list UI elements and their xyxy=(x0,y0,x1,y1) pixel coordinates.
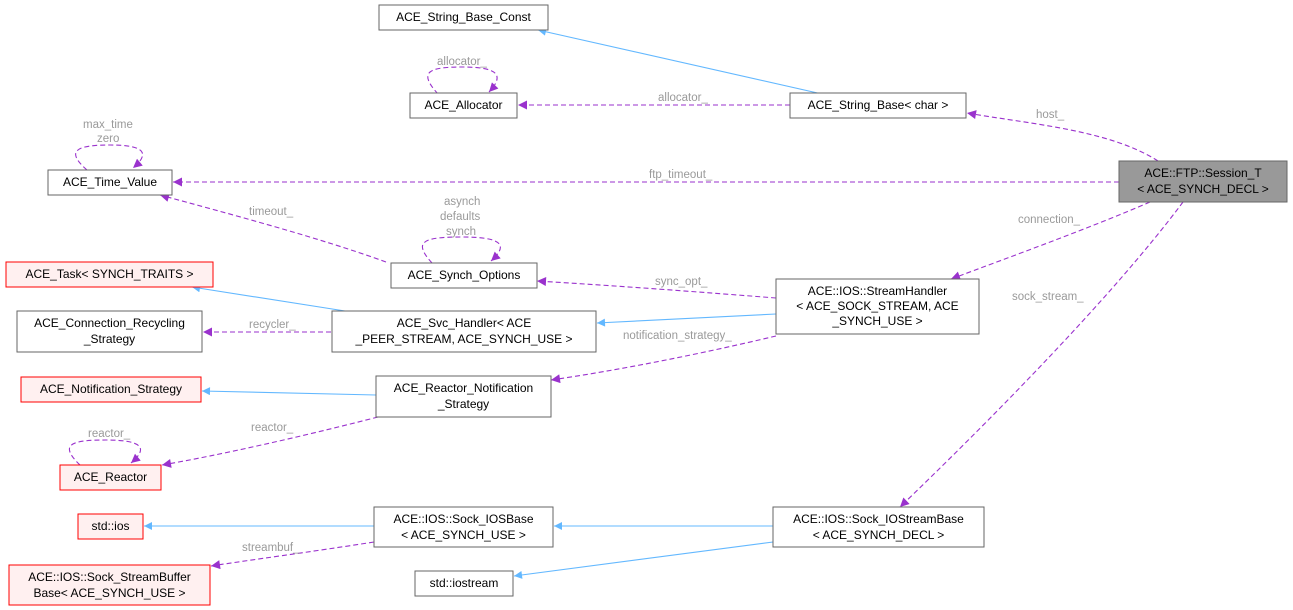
edge-time-value-self xyxy=(75,144,144,171)
usage-edges xyxy=(68,66,1184,570)
label-allocator-self: allocator_ xyxy=(437,56,487,68)
label-defaults: defaults xyxy=(440,211,481,223)
node-sock-streambuffer[interactable]: ACE::IOS::Sock_StreamBuffer Base< ACE_SY… xyxy=(8,564,211,606)
svg-text:ACE_Task< SYNCH_TRAITS >: ACE_Task< SYNCH_TRAITS > xyxy=(25,267,193,281)
svg-text:ACE_Svc_Handler< ACE: ACE_Svc_Handler< ACE xyxy=(397,316,531,330)
node-std-iostream[interactable]: std::iostream xyxy=(414,570,514,597)
svg-text:ACE_Reactor_Notification: ACE_Reactor_Notification xyxy=(394,381,533,395)
node-string-base[interactable]: ACE_String_Base< char > xyxy=(789,92,967,119)
node-sock-iostreambase[interactable]: ACE::IOS::Sock_IOStreamBase < ACE_SYNCH_… xyxy=(772,506,985,548)
svg-text:ACE_Reactor: ACE_Reactor xyxy=(74,470,147,484)
label-sock-stream: sock_stream_ xyxy=(1012,291,1084,303)
svg-text:< ACE_SYNCH_DECL >: < ACE_SYNCH_DECL > xyxy=(1137,182,1269,196)
node-task[interactable]: ACE_Task< SYNCH_TRAITS > xyxy=(5,261,214,288)
node-sock-iosbase[interactable]: ACE::IOS::Sock_IOSBase < ACE_SYNCH_USE > xyxy=(373,506,554,548)
edge-stream-handler-to-reactor-notification xyxy=(550,335,777,384)
edge-synch-options-self xyxy=(421,236,501,264)
node-time-value[interactable]: ACE_Time_Value xyxy=(47,169,173,196)
edge-session-to-stream-handler xyxy=(950,201,1151,281)
node-svc-handler[interactable]: ACE_Svc_Handler< ACE _PEER_STREAM, ACE_S… xyxy=(331,310,597,353)
label-reactor-self: reactor_ xyxy=(88,428,131,440)
label-recycler: recycler_ xyxy=(249,319,296,331)
svg-text:Base< ACE_SYNCH_USE >: Base< ACE_SYNCH_USE > xyxy=(33,586,185,600)
svg-text:std::ios: std::ios xyxy=(91,519,129,533)
node-notification-strategy[interactable]: ACE_Notification_Strategy xyxy=(20,376,202,403)
svg-text:ACE_Allocator: ACE_Allocator xyxy=(424,98,502,112)
svg-text:std::iostream: std::iostream xyxy=(430,576,499,590)
svg-text:ACE::IOS::Sock_IOStreamBase: ACE::IOS::Sock_IOStreamBase xyxy=(793,512,964,526)
edge-session-to-sock-iostreambase xyxy=(899,201,1184,508)
svg-text:_PEER_STREAM, ACE_SYNCH_USE >: _PEER_STREAM, ACE_SYNCH_USE > xyxy=(354,332,572,346)
edge-sock-iostreambase-to-std-iostream xyxy=(513,541,774,579)
label-host: host_ xyxy=(1036,109,1065,121)
node-reactor-notification[interactable]: ACE_Reactor_Notification _Strategy xyxy=(375,375,552,418)
node-reactor[interactable]: ACE_Reactor xyxy=(59,464,162,491)
label-timeout: timeout_ xyxy=(249,206,294,218)
svg-text:_Strategy: _Strategy xyxy=(437,397,489,411)
svg-text:ACE::FTP::Session_T: ACE::FTP::Session_T xyxy=(1144,166,1262,180)
svg-text:ACE::IOS::StreamHandler: ACE::IOS::StreamHandler xyxy=(808,284,947,298)
svg-text:ACE_Notification_Strategy: ACE_Notification_Strategy xyxy=(40,382,182,396)
edge-reactor-self xyxy=(68,439,142,466)
node-string-base-const[interactable]: ACE_String_Base_Const xyxy=(378,4,549,31)
label-zero: zero xyxy=(97,133,119,145)
label-allocator: allocator_ xyxy=(658,92,708,104)
node-session[interactable]: ACE::FTP::Session_T < ACE_SYNCH_DECL > xyxy=(1118,160,1288,203)
nodes: ACE_String_Base_Const ACE_Allocator ACE_… xyxy=(5,4,1288,606)
node-std-ios[interactable]: std::ios xyxy=(77,513,144,540)
svg-text:< ACE_SYNCH_DECL >: < ACE_SYNCH_DECL > xyxy=(813,528,945,542)
svg-text:< ACE_SYNCH_USE >: < ACE_SYNCH_USE > xyxy=(401,528,526,542)
edge-svc-handler-to-task xyxy=(191,284,346,312)
edge-stream-handler-to-svc-handler xyxy=(596,313,777,327)
svg-text:ACE_Time_Value: ACE_Time_Value xyxy=(63,175,157,189)
svg-text:ACE_String_Base< char >: ACE_String_Base< char > xyxy=(808,98,949,112)
node-synch-options[interactable]: ACE_Synch_Options xyxy=(390,262,538,289)
label-max-time: max_time xyxy=(83,119,133,131)
edge-allocator-self xyxy=(427,66,499,95)
svg-text:_SYNCH_USE >: _SYNCH_USE > xyxy=(831,314,922,328)
edge-reactor-notification-to-notification-strategy xyxy=(201,387,377,396)
svg-text:ACE_Synch_Options: ACE_Synch_Options xyxy=(408,268,521,282)
node-allocator[interactable]: ACE_Allocator xyxy=(409,92,518,119)
svg-text:ACE::IOS::Sock_IOSBase: ACE::IOS::Sock_IOSBase xyxy=(393,512,533,526)
node-stream-handler[interactable]: ACE::IOS::StreamHandler < ACE_SOCK_STREA… xyxy=(775,278,980,335)
svg-text:ACE_Connection_Recycling: ACE_Connection_Recycling xyxy=(34,316,185,330)
node-conn-recycling[interactable]: ACE_Connection_Recycling _Strategy xyxy=(16,310,203,353)
label-asynch: asynch xyxy=(444,196,480,208)
svg-text:< ACE_SOCK_STREAM, ACE: < ACE_SOCK_STREAM, ACE xyxy=(796,299,958,313)
label-connection: connection_ xyxy=(1018,214,1081,226)
edge-stream-handler-to-synch-options xyxy=(536,277,777,299)
svg-text:ACE_String_Base_Const: ACE_String_Base_Const xyxy=(396,10,531,24)
label-sync-opt: sync_opt_ xyxy=(655,276,708,288)
svg-text:ACE::IOS::Sock_StreamBuffer: ACE::IOS::Sock_StreamBuffer xyxy=(28,570,191,584)
edge-string-base-to-const xyxy=(537,27,823,95)
edge-sock-iosbase-to-streambuffer xyxy=(210,541,375,570)
label-streambuf: streambuf_ xyxy=(242,542,300,554)
label-notification-strategy: notification_strategy_ xyxy=(623,330,732,342)
edge-labels: allocator_ allocator_ host_ max_time zer… xyxy=(83,56,1084,554)
svg-text:_Strategy: _Strategy xyxy=(83,332,135,346)
label-reactor: reactor_ xyxy=(251,422,294,434)
label-ftp-timeout: ftp_timeout_ xyxy=(649,169,713,181)
label-synch: synch xyxy=(446,226,476,238)
edge-synch-options-to-time-value xyxy=(159,193,387,263)
inheritance-edges xyxy=(144,27,823,579)
